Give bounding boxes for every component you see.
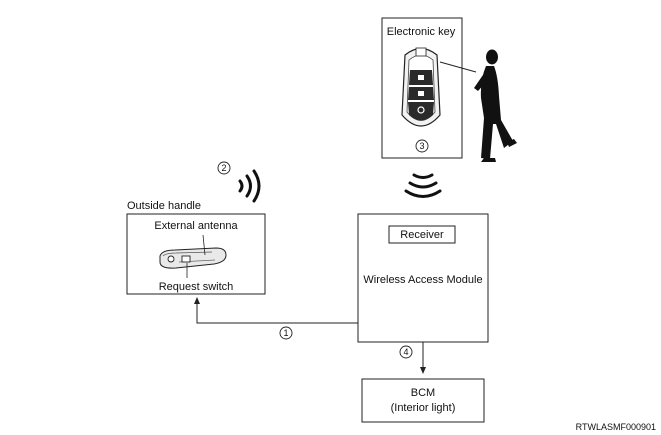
bcm-label: BCM [411,387,435,399]
electronic-key-panel: Electronic key 3 [381,17,463,159]
wireless-access-module-panel: Receiver Wireless Access Module [357,213,489,343]
outside-handle-panel: External antenna Request switch [126,213,266,295]
bcm-sub-label: (Interior light) [391,402,456,414]
radio-waves-icon [404,173,442,198]
outside-handle-label: Outside handle [127,200,201,212]
request-switch-label: Request switch [159,281,234,293]
step-4-marker: 4 [399,345,413,359]
bcm-panel: BCM (Interior light) [361,378,485,423]
svg-text:2: 2 [221,163,226,173]
svg-text:4: 4 [403,347,408,357]
step-1-marker: 1 [279,326,293,340]
electronic-key-label: Electronic key [387,26,456,38]
external-antenna-label: External antenna [154,220,238,232]
receiver-label: Receiver [400,229,444,241]
step-3-marker: 3 [415,139,429,153]
reference-code: RTWLASMF000901 [576,422,656,432]
svg-text:3: 3 [419,141,424,151]
wireless-access-module-label: Wireless Access Module [363,274,482,286]
person-silhouette-icon [474,49,517,162]
key-fob-icon [401,47,441,127]
door-handle-icon [159,234,227,278]
svg-text:1: 1 [283,328,288,338]
pointer-line [439,61,477,73]
connector-module-to-handle [194,297,358,324]
radio-waves-icon [238,169,261,203]
step-2-marker: 2 [217,161,231,175]
